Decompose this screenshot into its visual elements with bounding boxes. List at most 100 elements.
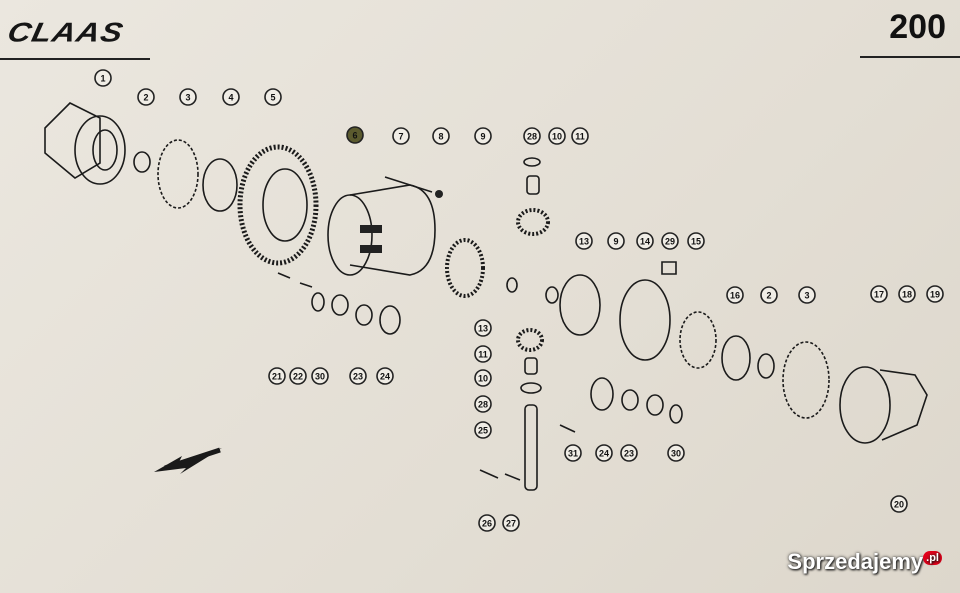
callout-23: 23 — [620, 444, 638, 462]
callout-label: 3 — [185, 93, 190, 103]
part-shaft — [524, 404, 538, 491]
callout-28: 28 — [474, 395, 492, 413]
callout-26: 26 — [478, 514, 496, 532]
callout-label: 2 — [143, 93, 148, 103]
part-shim-ring — [157, 139, 199, 209]
callout-label: 28 — [527, 132, 537, 142]
parts-drawing — [44, 102, 928, 491]
callout-1: 1 — [94, 69, 112, 87]
callout-7: 7 — [392, 127, 410, 145]
callout-22: 22 — [289, 367, 307, 385]
callout-label: 4 — [228, 93, 233, 103]
part-washer — [523, 157, 541, 167]
callout-label: 14 — [640, 237, 650, 247]
callout-3: 3 — [798, 286, 816, 304]
callout-label: 6 — [352, 131, 357, 141]
callout-label: 9 — [480, 132, 485, 142]
callout-15: 15 — [687, 232, 705, 250]
callout-label: 17 — [874, 290, 884, 300]
callout-label: 11 — [478, 350, 488, 360]
part-housing-right — [839, 366, 928, 444]
callout-6: 6 — [346, 126, 364, 144]
callout-13: 13 — [575, 232, 593, 250]
callout-label: 1 — [100, 74, 105, 84]
part-oring — [545, 286, 559, 304]
callout-24: 24 — [595, 444, 613, 462]
part-bushing-lower — [524, 357, 538, 375]
callout-13: 13 — [474, 319, 492, 337]
callout-23: 23 — [349, 367, 367, 385]
callout-label: 30 — [315, 372, 325, 382]
callout-label: 8 — [438, 132, 443, 142]
callout-label: 15 — [691, 237, 701, 247]
page-number-divider — [860, 56, 960, 58]
callout-label: 9 — [613, 237, 618, 247]
callout-31: 31 — [564, 444, 582, 462]
part-nut — [435, 190, 443, 198]
part-bearing — [202, 158, 238, 212]
part-bevel-gear — [445, 238, 485, 298]
callout-label: 13 — [579, 237, 589, 247]
part-bolt — [384, 176, 433, 193]
callout-21: 21 — [268, 367, 286, 385]
part-crown-gear — [237, 144, 319, 266]
page-number: 200 — [889, 8, 946, 46]
direction-arrow-icon — [154, 447, 222, 474]
callout-label: 20 — [894, 500, 904, 510]
watermark-text: Sprzedajemy — [787, 549, 924, 574]
callout-label: 31 — [568, 449, 578, 459]
callout-label: 27 — [506, 519, 516, 529]
callout-19: 19 — [926, 285, 944, 303]
callout-label: 16 — [730, 291, 740, 301]
callout-label: 11 — [575, 132, 585, 142]
part-pinion — [516, 208, 550, 236]
part-flange-hub — [619, 279, 671, 361]
callout-label: 10 — [478, 374, 488, 384]
callout-label: 26 — [482, 519, 492, 529]
part-clip — [661, 261, 677, 275]
part-roller-bearing — [679, 311, 717, 369]
part-seal — [133, 151, 151, 173]
callout-label: 25 — [478, 426, 488, 436]
callout-24: 24 — [376, 367, 394, 385]
callout-label: 7 — [398, 132, 403, 142]
part-side-gear — [559, 274, 601, 336]
callout-label: 13 — [478, 324, 488, 334]
header-divider — [0, 58, 150, 60]
callout-17: 17 — [870, 285, 888, 303]
callout-label: 18 — [902, 290, 912, 300]
callout-4: 4 — [222, 88, 240, 106]
part-seal-right — [757, 353, 775, 379]
callout-label: 21 — [272, 372, 282, 382]
callout-label: 5 — [270, 93, 275, 103]
part-oring-upper — [506, 277, 518, 293]
callout-18: 18 — [898, 285, 916, 303]
callout-30: 30 — [311, 367, 329, 385]
callout-29: 29 — [661, 232, 679, 250]
callout-label: 29 — [665, 237, 675, 247]
part-differential-case — [327, 184, 436, 276]
part-housing-left — [44, 102, 126, 185]
callout-10: 10 — [548, 127, 566, 145]
callout-11: 11 — [571, 127, 589, 145]
callout-9: 9 — [474, 127, 492, 145]
callout-8: 8 — [432, 127, 450, 145]
callout-11: 11 — [474, 345, 492, 363]
callout-label: 10 — [552, 132, 562, 142]
callout-label: 24 — [599, 449, 609, 459]
watermark: Sprzedajemy.pl — [787, 549, 942, 575]
callout-label: 28 — [478, 400, 488, 410]
callout-label: 3 — [804, 291, 809, 301]
callout-27: 27 — [502, 514, 520, 532]
part-washer-lower — [520, 382, 542, 394]
part-shim-ring-right — [782, 341, 830, 419]
part-bushing — [526, 175, 540, 195]
callout-25: 25 — [474, 421, 492, 439]
callout-3: 3 — [179, 88, 197, 106]
callout-2: 2 — [137, 88, 155, 106]
callout-20: 20 — [890, 495, 908, 513]
callout-2: 2 — [760, 286, 778, 304]
callout-label: 2 — [766, 291, 771, 301]
